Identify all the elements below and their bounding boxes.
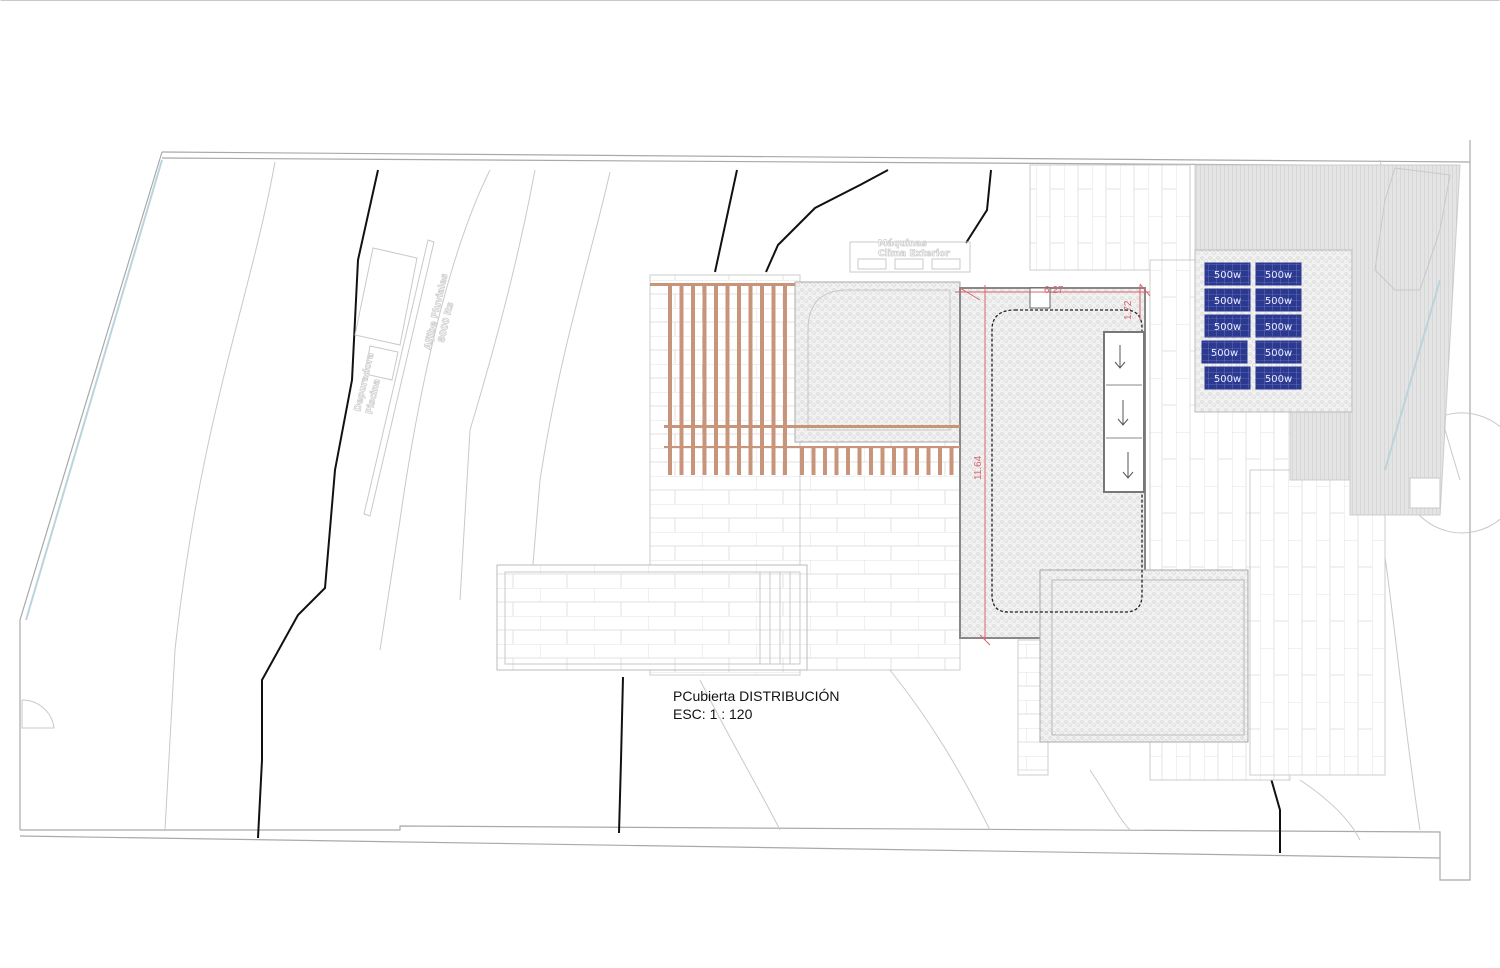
driveway-outline <box>1374 167 1451 509</box>
outdoor-platform <box>496 564 808 671</box>
solar-panel-label: 500w <box>1214 374 1241 385</box>
solar-panel <box>1255 340 1302 364</box>
label-pool-filter: Depuradora Piscina <box>353 351 383 415</box>
solar-panels: 500w 500w 500w 500w 500w 500w 500w 500w 500w 500w <box>1201 262 1302 390</box>
pergola-slat <box>679 283 684 475</box>
solar-panel <box>1201 340 1248 364</box>
pergola-beam <box>664 425 960 428</box>
pergola-slat <box>880 446 885 475</box>
solar-panel-label: 500w <box>1265 348 1292 359</box>
arrow-down-icon <box>1117 400 1129 426</box>
pergola-slat <box>668 283 672 475</box>
pergola-slat <box>800 446 804 475</box>
pergola-slat <box>834 446 839 475</box>
dimension-length: 11.64 <box>973 455 984 480</box>
drawing-title-block: PCubierta DISTRIBUCIÓN ESC: 1 : 120 <box>673 687 839 723</box>
solar-panel <box>1255 288 1302 312</box>
dimension-lines: 6.27 1.72 11.64 <box>955 283 1151 646</box>
retractable-cover <box>1103 331 1145 493</box>
pergola <box>650 283 960 475</box>
pergola-slat <box>725 283 730 475</box>
solar-panel-label: 500w <box>1214 322 1241 333</box>
pergola-slat <box>714 283 718 475</box>
pergola-slat <box>702 283 707 475</box>
pergola-slat <box>737 283 741 475</box>
pergola-slat <box>915 446 919 475</box>
pergola-slat <box>869 446 873 475</box>
pergola-beam <box>650 283 795 286</box>
pergola-slat <box>857 446 862 475</box>
solar-panel <box>1204 288 1251 312</box>
skylight-box <box>1029 287 1051 309</box>
pergola-slat <box>949 446 954 475</box>
pergola-slat <box>926 446 931 475</box>
label-rain-tank: Aljibe Pluviales 8000 lts <box>423 272 457 351</box>
plot-boundary <box>19 140 1471 881</box>
solar-panel <box>1204 314 1251 338</box>
pergola-slat <box>748 283 753 475</box>
arrow-down-icon <box>1122 452 1134 479</box>
solar-panel-label: 500w <box>1211 348 1238 359</box>
dimension-offset: 1.72 <box>1123 300 1134 320</box>
pergola-slat <box>938 446 942 475</box>
pergola-slat <box>760 283 764 475</box>
solar-panel <box>1255 314 1302 338</box>
pergola-beam <box>664 446 960 448</box>
arrow-down-icon <box>1114 345 1126 369</box>
solar-panel-label: 500w <box>1265 322 1292 333</box>
pergola-slat <box>846 446 850 475</box>
svg-text:Máquinas: Máquinas <box>878 239 927 249</box>
pool-outline <box>991 309 1143 613</box>
pergola-slat <box>691 283 695 475</box>
solar-panel <box>1204 366 1251 390</box>
pergola-slat <box>903 446 908 475</box>
drawing-title: PCubierta DISTRIBUCIÓN <box>673 688 840 704</box>
pergola-slat <box>811 446 816 475</box>
pergola-slat <box>771 283 776 475</box>
dimension-width: 6.27 <box>1044 285 1064 296</box>
solar-panel-label: 500w <box>1265 270 1292 281</box>
drawing-scale: ESC: 1 : 120 <box>673 706 753 722</box>
ac-machines: Máquinas Clima Exterior <box>849 239 971 273</box>
solar-panel-label: 500w <box>1265 296 1292 307</box>
solar-panel-label: 500w <box>1265 374 1292 385</box>
pool-equipment-area <box>354 239 435 517</box>
solar-panel-label: 500w <box>1214 270 1241 281</box>
gravel-roofs <box>794 249 1353 743</box>
solar-panel <box>1204 262 1251 286</box>
svg-text:Clima Exterior: Clima Exterior <box>878 249 950 259</box>
pergola-slat <box>823 446 827 475</box>
solar-panel <box>1255 366 1302 390</box>
solar-panel <box>1255 262 1302 286</box>
terrain-contours-main <box>257 169 1281 853</box>
pergola-slat <box>783 283 787 475</box>
solar-panel-label: 500w <box>1214 296 1241 307</box>
pergola-slat <box>892 446 896 475</box>
